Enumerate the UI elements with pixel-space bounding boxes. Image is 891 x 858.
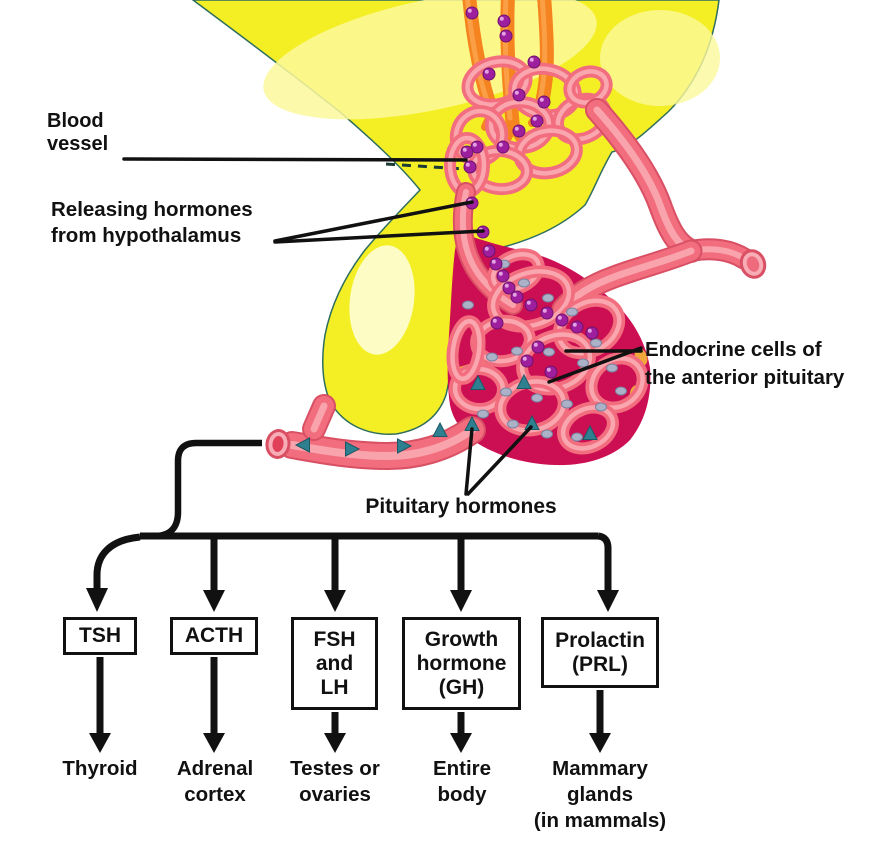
portal-vessel-right bbox=[551, 98, 767, 321]
target-label-entire-body: Entire body bbox=[432, 757, 492, 806]
target-label-mammary-glands: Mammary glands (in mammals) bbox=[533, 757, 667, 832]
hormone-box-tsh: TSH bbox=[63, 617, 137, 655]
vessel-open-end-right bbox=[739, 249, 767, 279]
vessel-open-end-left bbox=[265, 429, 291, 459]
hormone-box-label: Growth hormone (GH) bbox=[416, 627, 507, 699]
hormone-box-growth-hormone: Growth hormone (GH) bbox=[402, 617, 521, 710]
target-label-adrenal-cortex: Adrenal cortex bbox=[176, 757, 254, 806]
hormone-box-label: ACTH bbox=[184, 624, 244, 647]
hormone-box-label: FSH and LH bbox=[313, 627, 356, 699]
releasing-hormones-label: Releasing hormones from hypothalamus bbox=[51, 198, 253, 247]
hormone-box-acth: ACTH bbox=[170, 617, 258, 655]
hormone-box-prolactin: Prolactin (PRL) bbox=[541, 617, 659, 688]
target-label-testes-ovaries: Testes or ovaries bbox=[290, 757, 380, 806]
stalk-lobe-highlight bbox=[349, 245, 415, 355]
outflow-vessel bbox=[265, 394, 486, 471]
hormone-box-label: TSH bbox=[79, 624, 121, 647]
label-pointer-lines bbox=[122, 157, 643, 496]
blood-vessel-label: Blood vessel bbox=[47, 110, 109, 155]
endocrine-cells-label: Endocrine cells of the anterior pituitar… bbox=[645, 338, 845, 389]
flowchart-connectors bbox=[86, 439, 619, 753]
target-label-thyroid: Thyroid bbox=[62, 757, 138, 780]
hormone-box-label: Prolactin (PRL) bbox=[555, 628, 645, 676]
pituitary-hormones-label: Pituitary hormones bbox=[365, 495, 557, 518]
hormone-box-fsh-lh: FSH and LH bbox=[291, 617, 378, 710]
